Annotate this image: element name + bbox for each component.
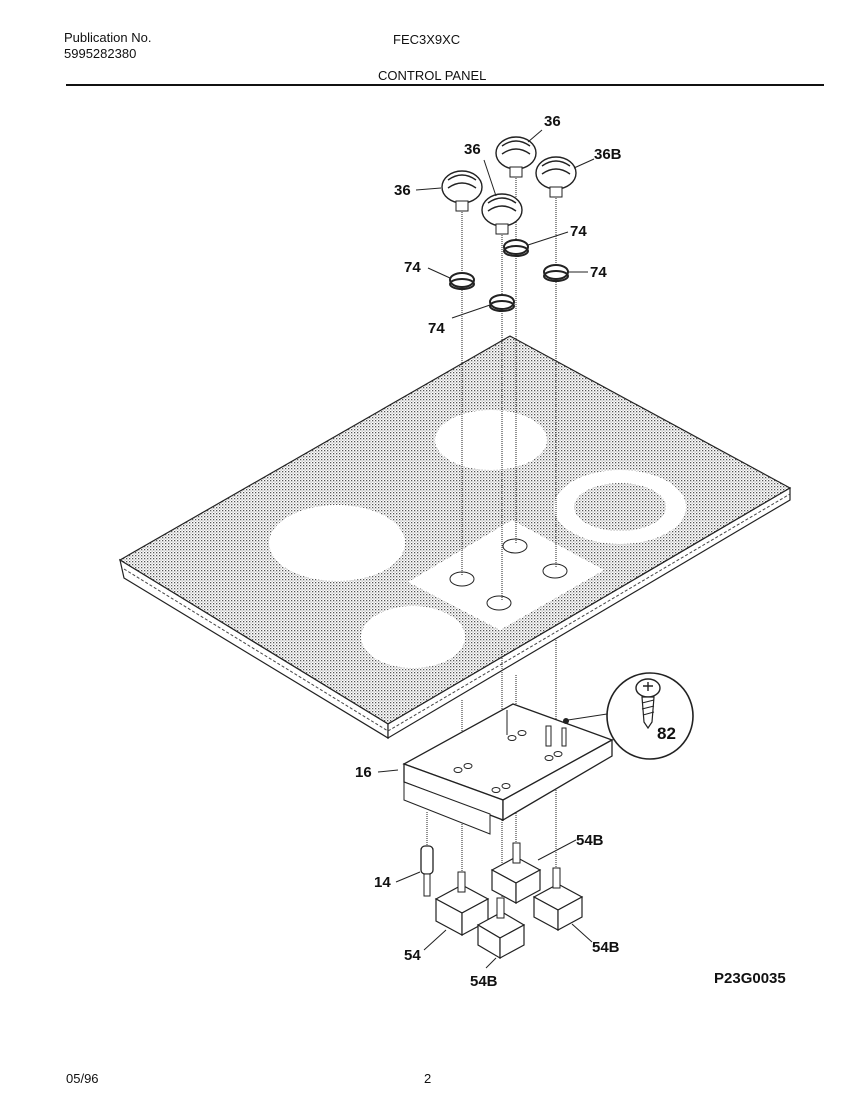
knob-36b-right: [535, 156, 577, 198]
sensor-14: [420, 812, 434, 897]
switch-54b-right: [532, 867, 584, 932]
control-bracket: [402, 703, 614, 835]
callout-74: 74: [428, 320, 445, 337]
burner-zone-right: [554, 470, 686, 544]
publication-label: Publication No.: [64, 30, 152, 45]
ring-74: [489, 294, 515, 312]
callout-14: 14: [374, 874, 391, 891]
control-area: [408, 520, 604, 630]
publication-number: 5995282380: [64, 46, 137, 61]
screw-82-detail: [563, 672, 694, 760]
bracket-shafts: [506, 710, 567, 747]
knob-hole: [542, 563, 568, 579]
model-number: FEC3X9XC: [393, 32, 461, 47]
ring-74: [449, 272, 475, 290]
section-title: CONTROL PANEL: [378, 68, 487, 83]
burner-zone-front: [361, 606, 465, 668]
callout-54b: 54B: [576, 832, 604, 849]
callout-leaders: [377, 129, 595, 969]
cooktop-glass: [118, 335, 792, 740]
callout-36b: 36B: [594, 146, 622, 163]
ring-74: [543, 264, 569, 282]
callout-74: 74: [590, 264, 607, 281]
callout-36: 36: [394, 182, 411, 199]
ring-74: [503, 239, 529, 257]
figure-id: P23G0035: [714, 970, 786, 987]
switch-54b-upper: [490, 842, 542, 905]
callout-54b: 54B: [592, 939, 620, 956]
callout-74: 74: [570, 223, 587, 240]
knob-36-top: [495, 136, 537, 178]
callout-54b: 54B: [470, 973, 498, 990]
knob-hole: [502, 538, 528, 554]
burner-zone-left: [269, 505, 405, 581]
burner-zone-back: [435, 410, 547, 470]
knob-36-left: [441, 170, 483, 212]
revision-date: 05/96: [66, 1071, 99, 1086]
callout-82: 82: [657, 724, 676, 743]
callout-36: 36: [544, 113, 561, 130]
callout-74: 74: [404, 259, 421, 276]
knob-hole: [486, 595, 512, 611]
callout-54: 54: [404, 947, 421, 964]
callout-16: 16: [355, 764, 372, 781]
switch-54: [434, 871, 490, 937]
callout-36: 36: [464, 141, 481, 158]
header-rule: [66, 84, 824, 86]
switch-54b-front: [476, 897, 526, 960]
page-number: 2: [424, 1071, 432, 1086]
knob-36-middle: [481, 193, 523, 235]
